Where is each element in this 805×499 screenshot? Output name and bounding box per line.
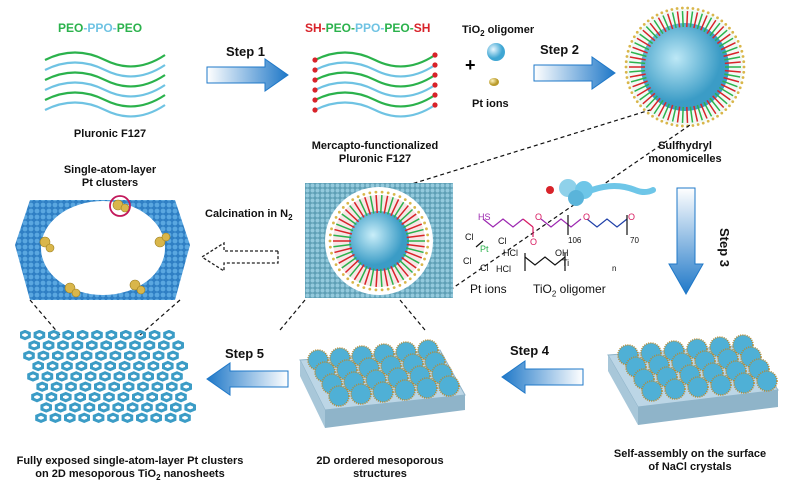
chem-n: n	[612, 264, 617, 273]
calcination-arrow	[200, 242, 279, 272]
peo-text: PEO-	[384, 21, 414, 35]
chem-pt: Pt	[480, 244, 489, 254]
chem-cl: Cl	[480, 263, 489, 273]
chem-ti: Ti	[562, 258, 570, 268]
chem-cl: Cl	[465, 232, 474, 242]
polymer-formula-label: PEO-PPO-PEO	[58, 22, 142, 35]
nanosheet-honeycomb	[20, 330, 196, 424]
mercapto-label-line1: Mercapto-functionalized	[311, 140, 439, 152]
chem-o1: O	[535, 212, 543, 222]
peo-text: PEO-	[325, 21, 356, 35]
chem-o2: O	[530, 237, 538, 247]
chemical-structure	[475, 215, 628, 271]
calcination-label: Calcination in N2	[205, 208, 293, 223]
pore-ring-pt-clusters	[15, 195, 190, 300]
ppo-text: -PPO-	[83, 21, 117, 35]
tio2-sphere-icon	[487, 43, 505, 86]
chem-o4: O	[628, 212, 636, 222]
nacl-self-assembly	[607, 334, 779, 425]
monomicelle-sphere	[624, 6, 746, 128]
chem-n70: 70	[630, 236, 639, 245]
tio2-oligomer-label: TiO2 oligomer	[462, 24, 535, 39]
peo-text: PEO	[116, 21, 143, 35]
nanosheet-label: Fully exposed single-atom-layer Pt clust…	[16, 455, 244, 483]
chem-hcl: HCl	[503, 248, 518, 258]
step4-label: Step 4	[510, 343, 550, 358]
func-polymer-formula-label: SH-PEO-PPO-PEO-SH	[305, 22, 430, 35]
pt-cluster-label: Single-atom-layer Pt clusters	[63, 164, 157, 189]
mercapto-label: Mercapto-functionalized Pluronic F127	[295, 140, 455, 166]
ordered-mesoporous-structure	[299, 339, 466, 428]
step2-arrow	[533, 56, 616, 90]
chem-n106: 106	[568, 236, 582, 245]
chem-cl: Cl	[498, 236, 507, 246]
step1-label: Step 1	[226, 44, 266, 59]
step5-label: Step 5	[225, 346, 265, 361]
molecule-model-icon	[546, 179, 656, 206]
step4-arrow	[501, 360, 584, 394]
step3-arrow	[668, 187, 704, 296]
chem-o3: O	[583, 212, 591, 222]
sh-text: SH	[413, 21, 431, 35]
step2-label: Step 2	[540, 42, 580, 57]
ordered-structure-label: 2D ordered mesoporous structures	[316, 455, 444, 480]
pluronic-strands	[44, 51, 166, 118]
chem-hcl: HCl	[496, 264, 511, 274]
self-assembly-label: Self-assembly on the surface of NaCl cry…	[613, 448, 767, 473]
pluronic-label: Pluronic F127	[73, 128, 147, 140]
chem-cl: Cl	[463, 256, 472, 266]
ppo-text: PPO-	[355, 21, 385, 35]
mercapto-strands	[312, 51, 438, 118]
chem-pt-ions-label: Pt ions	[470, 282, 507, 296]
chem-oh: OH	[555, 248, 569, 258]
chem-tio2-label: TiO2 oligomer	[533, 282, 606, 299]
plus-sign: +	[465, 55, 476, 75]
pt-ions-label: Pt ions	[472, 98, 509, 110]
step3-label: Step 3	[717, 228, 732, 268]
peo-text: PEO	[58, 21, 84, 35]
step5-arrow	[206, 362, 289, 396]
sh-text: SH-	[305, 21, 326, 35]
micelle-zoom-panel	[305, 183, 453, 298]
monomicelles-label: Sulfhydryl monomicelles	[648, 140, 722, 165]
mercapto-label-line2: Pluronic F127	[338, 153, 412, 165]
step1-arrow	[206, 58, 289, 92]
chem-sh: HS	[478, 212, 491, 222]
